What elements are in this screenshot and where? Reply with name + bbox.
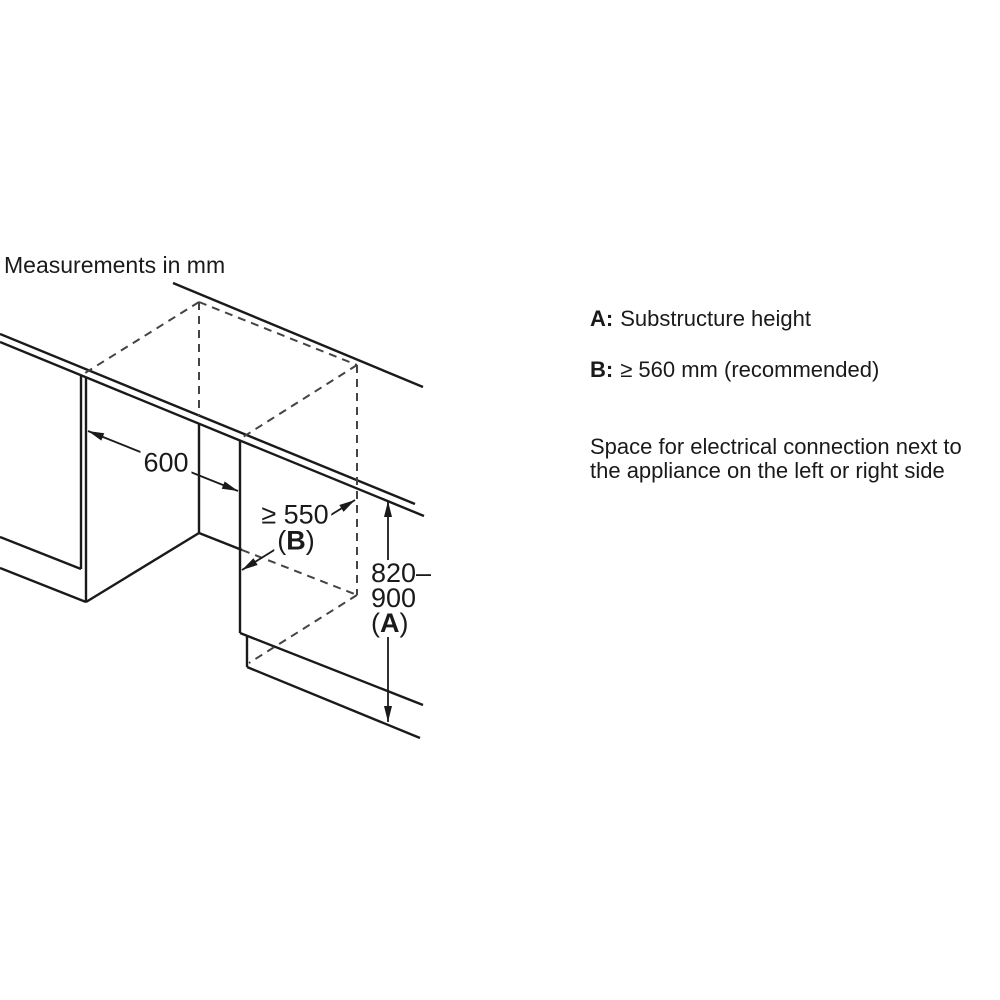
niche-depth-value-label: ≥ 550: [258, 501, 332, 529]
worktop-front-top-edge-line: [0, 332, 416, 506]
left-plinth-top-line: [0, 535, 82, 571]
right-floor-line: [246, 665, 421, 740]
legend: A:Substructure height B:≥ 560 mm (recomm…: [590, 306, 1000, 483]
niche-top-right-edge-dashed: [242, 364, 358, 438]
legend-note-line1: Space for electrical connection next to: [590, 434, 962, 459]
worktop-front-bottom-edge-line: [0, 340, 425, 518]
niche-depth-ref-label: (B): [274, 525, 318, 556]
niche-width-label: 600: [140, 449, 192, 477]
depth-paren-close: ): [305, 525, 315, 556]
niche-bottom-back-edge-dashed: [241, 549, 358, 596]
legend-item-a-text: Substructure height: [620, 306, 811, 331]
niche-hidden-outline-dashed: [84, 301, 358, 664]
cabinet-structure-solid-lines: [0, 281, 425, 740]
legend-note: Space for electrical connection next to …: [590, 435, 1000, 483]
legend-item-b-text: ≥ 560 mm (recommended): [620, 357, 880, 382]
height-ref-letter: A: [380, 608, 400, 638]
legend-item-b: B:≥ 560 mm (recommended): [590, 357, 1000, 383]
left-floor-line: [0, 566, 87, 604]
height-paren-close: ): [399, 608, 409, 638]
diagram-title: Measurements in mm: [4, 252, 226, 278]
height-value-line1: 820–: [371, 558, 432, 588]
niche-top-back-edge-dashed: [198, 301, 358, 366]
depth-ref-letter: B: [286, 525, 306, 556]
depth-paren-open: (: [277, 525, 287, 556]
legend-item-a: A:Substructure height: [590, 306, 1000, 332]
legend-item-b-label: B:: [590, 357, 614, 382]
height-ref-label: (A): [371, 608, 431, 638]
left-cabinet-bottom-edge-line: [85, 531, 200, 604]
right-plinth-top-line: [239, 631, 424, 707]
height-paren-open: (: [371, 608, 380, 638]
niche-top-left-edge-dashed: [84, 301, 200, 374]
niche-floor-back-edge-line: [198, 531, 243, 552]
legend-item-a-label: A:: [590, 306, 614, 331]
legend-note-line2: the appliance on the left or right side: [590, 458, 945, 483]
height-value-line2: 900: [371, 583, 417, 613]
substructure-height-label: 820– 900 (A): [368, 558, 435, 638]
worktop-back-edge-line: [172, 281, 424, 389]
niche-bottom-right-edge-dashed: [248, 594, 358, 664]
